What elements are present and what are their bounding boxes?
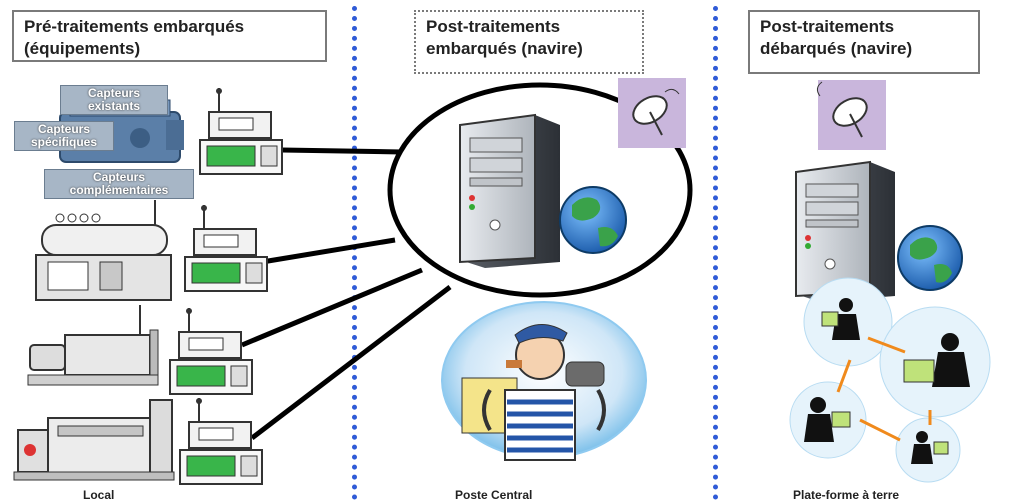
shore-server-icon bbox=[795, 160, 895, 302]
sailor-operator-icon bbox=[441, 301, 647, 461]
engine-large-icon bbox=[13, 399, 175, 481]
sensor-tag-specific: Capteurs spécifiques bbox=[14, 121, 114, 151]
footer-shore: Plate-forme à terre bbox=[793, 488, 900, 502]
shore-satellite-icon bbox=[816, 80, 886, 150]
shore-globe-icon bbox=[897, 225, 963, 291]
header-shore: Post-traitements débarqués (navire) bbox=[748, 10, 980, 74]
engine-tank-icon bbox=[35, 200, 172, 301]
shore-users-network-icon bbox=[789, 277, 991, 483]
divider-right bbox=[713, 6, 718, 500]
central-satellite-icon bbox=[618, 78, 686, 148]
footer-local: Local bbox=[83, 488, 115, 502]
engine-motor-icon bbox=[27, 305, 159, 386]
sensor-tag-existing: Capteurs existants bbox=[60, 85, 168, 115]
acquisition-unit-icon bbox=[169, 88, 283, 485]
central-globe-icon bbox=[559, 186, 627, 254]
central-server-icon bbox=[459, 113, 560, 268]
divider-left bbox=[352, 6, 357, 500]
footer-central: Poste Central bbox=[455, 488, 533, 502]
header-central: Post-traitements embarqués (navire) bbox=[414, 10, 644, 74]
connection-lines bbox=[241, 147, 452, 440]
header-local: Pré-traitements embarqués (équipements) bbox=[12, 10, 327, 62]
sensor-tag-complementary: Capteurs complémentaires bbox=[44, 169, 194, 199]
